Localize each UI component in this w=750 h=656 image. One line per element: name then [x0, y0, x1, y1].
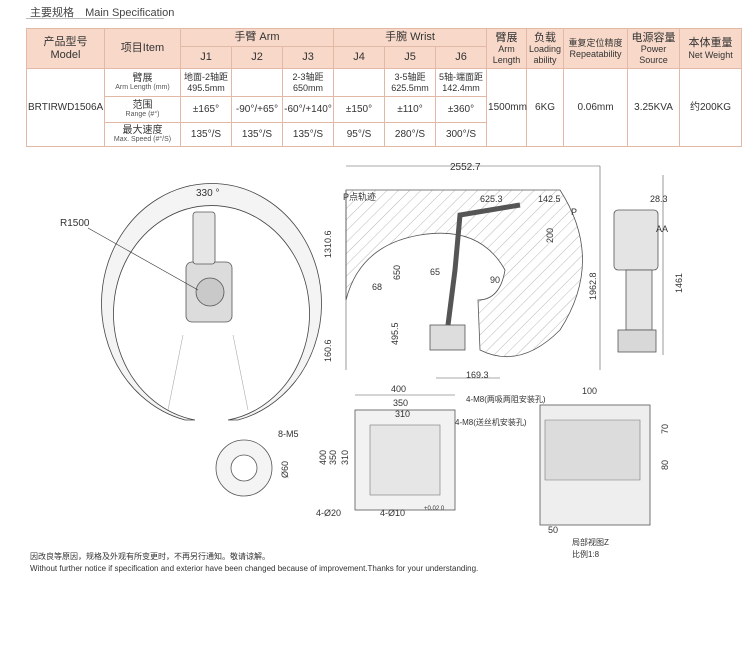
base-plan: 400 350 310 400 350 310 4-Ø20 4-Ø10 +0.0…	[316, 384, 456, 518]
header-title-en: Main Specification	[85, 7, 175, 19]
detail-dim-70: 70	[660, 424, 670, 434]
speed-j1: 135°/S	[180, 122, 232, 147]
speed-j2: 135°/S	[231, 122, 283, 147]
front-dim-28: 28.3	[650, 194, 668, 204]
header-arm-group: 手臂 Arm	[180, 28, 334, 47]
side-dim-65: 65	[430, 267, 440, 277]
side-p-track: P点轨迹	[343, 191, 376, 202]
side-dim-160: 160.6	[323, 339, 333, 362]
top-radius-label: R1500	[60, 218, 90, 229]
base-dim-350-top: 350	[393, 398, 408, 408]
front-dim-1461: 1461	[674, 273, 684, 293]
header-j1: J1	[180, 46, 232, 69]
detail-m8-b: 4-M8(送丝机安装孔)	[455, 417, 527, 427]
power-cell: 3.25KVA	[627, 68, 681, 147]
flange-view: 8-M5 Ø60	[215, 429, 299, 497]
side-dim-68: 68	[372, 282, 382, 292]
header-title-cn: 主要规格	[30, 7, 74, 19]
side-dim-650: 650	[392, 265, 402, 280]
top-view: 330 ° R1500	[60, 183, 322, 421]
header-item: 项目Item	[104, 28, 181, 69]
side-dim-2552: 2552.7	[450, 162, 481, 173]
speed-j4: 95°/S	[333, 122, 385, 147]
side-dim-142: 142.5	[538, 194, 561, 204]
side-dim-200: 200	[545, 228, 555, 243]
front-label-aa: AA	[656, 224, 668, 234]
base-dim-350-side: 350	[328, 450, 338, 465]
side-view: 2552.7 P点轨迹 625.3 142.5 P 200 1310.6 650…	[323, 162, 601, 380]
side-dim-495: 495.5	[390, 322, 400, 345]
detail-dim-100: 100	[582, 386, 597, 396]
arm-j4	[333, 68, 385, 97]
speed-j5: 280°/S	[384, 122, 436, 147]
side-dim-90: 90	[490, 275, 500, 285]
base-tolerance: +0.02 0	[424, 506, 445, 512]
header-j6: J6	[434, 46, 488, 69]
header-j4: J4	[333, 46, 385, 69]
detail-caption: 局部视图Z	[572, 537, 609, 547]
top-angle-label: 330 °	[196, 188, 219, 199]
base-dim-400-side: 400	[318, 450, 328, 465]
front-view: 28.3 AA 1461	[613, 175, 684, 355]
repeatability-cell: 0.06mm	[563, 68, 629, 147]
header-underline	[26, 18, 164, 19]
range-j6: ±360°	[434, 96, 488, 123]
speed-j3: 135°/S	[282, 122, 334, 147]
base-dim-310-side: 310	[340, 450, 350, 465]
base-hole-4-10: 4-Ø10	[380, 508, 405, 518]
base-hole-4-20: 4-Ø20	[316, 508, 341, 518]
load-cell: 6KG	[526, 68, 565, 147]
range-j5: ±110°	[384, 96, 436, 123]
speed-j6: 300°/S	[434, 122, 488, 147]
arm-j2	[231, 68, 283, 97]
side-dim-625: 625.3	[480, 194, 503, 204]
detail-m8-a: 4-M8(两吸两阻安装孔)	[466, 394, 546, 404]
flange-m5: 8-M5	[278, 429, 299, 439]
detail-dim-80: 80	[660, 460, 670, 470]
weight-cell: 约200KG	[679, 68, 743, 147]
reach-cell: 1500mm	[486, 68, 528, 147]
section-header: 主要规格 Main Specification	[30, 4, 174, 20]
model-cell: BRTIRWD1506A	[26, 68, 105, 147]
detail-dim-50: 50	[548, 525, 558, 535]
header-wrist-group: 手腕 Wrist	[332, 28, 488, 47]
footer-note-cn: 因改良等原因，规格及外观有所变更时，不再另行通知。敬请谅解。	[30, 552, 270, 561]
detail-scale: 比例1:8	[572, 549, 600, 559]
side-dim-1310: 1310.6	[323, 230, 333, 258]
side-dim-169: 169.3	[466, 370, 489, 380]
base-dim-310-top: 310	[395, 409, 410, 419]
base-dim-400-top: 400	[391, 384, 406, 394]
detail-view-z: 4-M8(两吸两阻安装孔) 4-M8(送丝机安装孔) 100 70 80 50 …	[455, 386, 670, 559]
range-j3: -60°/+140°	[282, 96, 334, 123]
footer-note-en: Without further notice if specification …	[30, 564, 479, 573]
header-j2: J2	[231, 46, 283, 69]
flange-d60: Ø60	[280, 461, 290, 478]
side-label-p: P	[571, 207, 577, 217]
side-dim-1962: 1962.8	[588, 272, 598, 300]
